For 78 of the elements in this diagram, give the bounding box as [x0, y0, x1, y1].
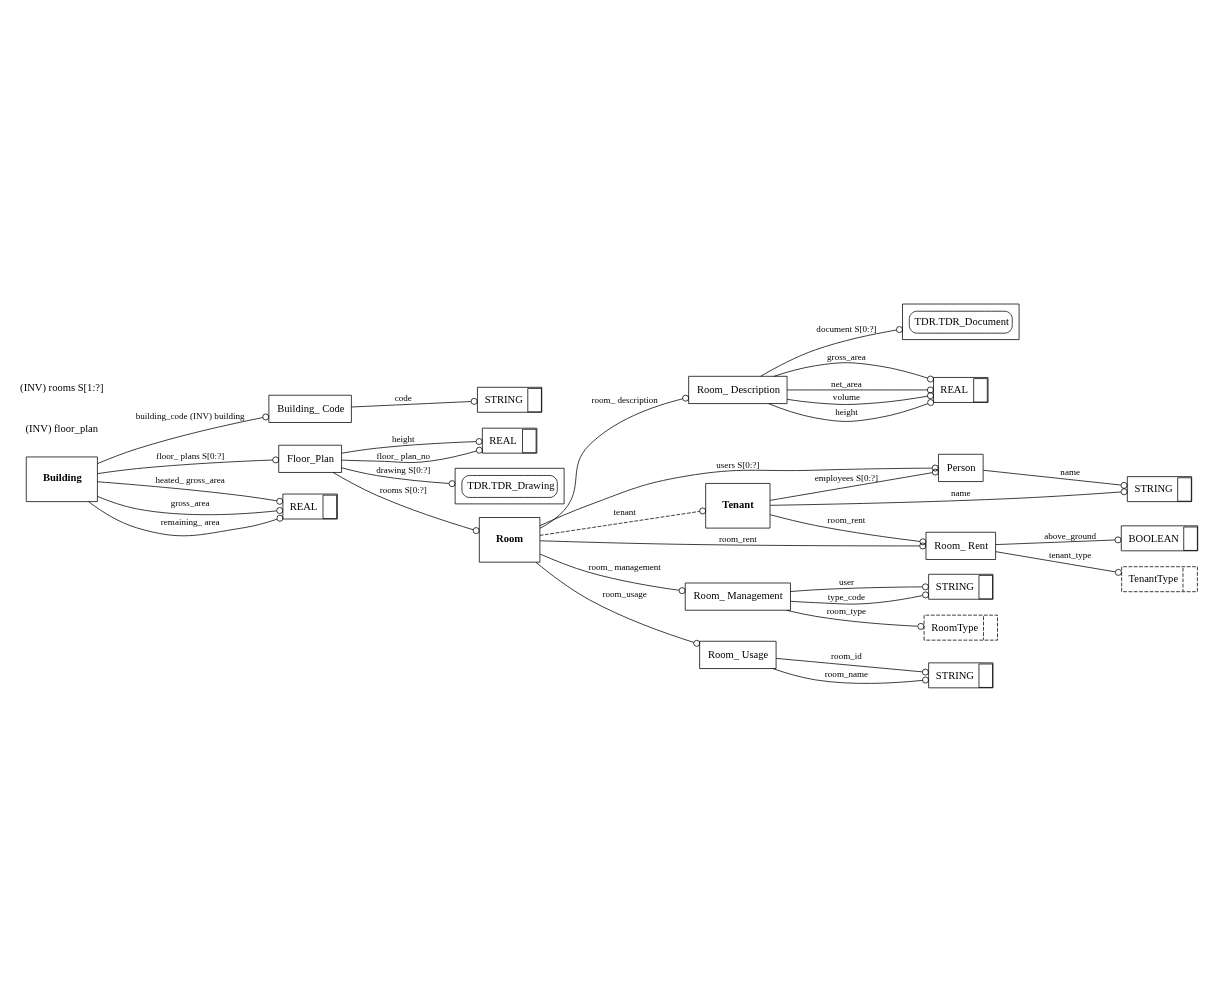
connector: [769, 487, 1128, 506]
edge-label: room_id: [831, 650, 862, 661]
node-box: Room_ Usage: [699, 640, 777, 669]
connector: [539, 539, 927, 549]
connector: [341, 437, 483, 454]
connector: [351, 397, 478, 407]
connector: [768, 398, 935, 422]
node-box: Floor_Plan: [278, 444, 342, 473]
edge-label: remaining_ area: [160, 516, 220, 527]
edge-label: tenant: [613, 506, 636, 517]
edge-label: tenant_type: [1049, 549, 1092, 560]
connector: [790, 582, 929, 592]
edge-label: volume: [832, 391, 861, 402]
node-box: Tenant: [705, 482, 771, 528]
connector: [97, 480, 284, 505]
edge-label: name: [950, 487, 971, 498]
connector: [97, 413, 270, 464]
edge-label: document S[0:?]: [816, 323, 877, 334]
connector: [773, 361, 934, 382]
connector: [341, 446, 483, 463]
connector: [97, 456, 280, 474]
edge-label: floor_ plan_no: [376, 450, 431, 461]
connector: [786, 609, 925, 630]
edge-label: rooms S[0:?]: [379, 484, 427, 495]
node-box: Building: [25, 456, 98, 502]
edge-label: room_type: [826, 605, 867, 616]
node-box: TDR.TDR_Drawing: [454, 467, 565, 504]
connector: [786, 386, 934, 393]
edge-label: heated_ gross_area: [155, 474, 225, 485]
connector: [995, 536, 1122, 545]
edge-label: room_rent: [827, 514, 866, 525]
node-box: Building_ Code: [268, 394, 352, 423]
edge-label: type_code: [827, 591, 866, 602]
edge-label: room_rent: [718, 533, 757, 544]
edge-label: room_ description: [591, 394, 658, 405]
connector: [539, 464, 939, 526]
node-box: Room: [478, 516, 541, 563]
connector: [97, 495, 284, 515]
connector: [539, 394, 689, 529]
label: (INV) floor_plan: [25, 422, 99, 434]
node-box: TDR.TDR_Document: [902, 303, 1020, 340]
node-box: Room_ Description: [688, 375, 788, 404]
edge-label: name: [1060, 466, 1081, 477]
connector: [775, 657, 929, 676]
connector: [88, 500, 284, 536]
edge-label: users S[0:?]: [716, 459, 760, 470]
connector: [769, 513, 927, 545]
connector: [760, 325, 903, 377]
edge-label: room_name: [824, 668, 869, 679]
connector: [772, 667, 929, 684]
connector: [790, 591, 929, 604]
edge-label: floor_ plans S[0:?]: [156, 450, 225, 461]
connector: [539, 507, 707, 536]
edge-label: above_ground: [1044, 530, 1097, 541]
connector: [332, 471, 480, 534]
node-box: Room_ Management: [684, 582, 791, 611]
edge-label: room_usage: [602, 588, 647, 599]
edge-label: building_code (INV) building: [135, 410, 245, 421]
edge-label: height: [391, 433, 415, 444]
connector: [341, 466, 456, 487]
edge-label: gross_area: [827, 351, 866, 362]
connector: [769, 468, 939, 501]
connector: [786, 391, 934, 405]
connector: [995, 550, 1122, 576]
edge-label: employees S[0:?]: [814, 471, 879, 482]
edge-label: room_ management: [588, 561, 661, 572]
node-box: Person: [938, 453, 984, 482]
edge-label: height: [835, 406, 858, 417]
edge-label: drawing S[0:?]: [376, 464, 431, 475]
label: (INV) rooms S[1:?]: [20, 381, 104, 393]
edge-label: net_area: [831, 378, 862, 389]
connector: [535, 561, 701, 647]
node-box: Room_ Rent: [925, 531, 996, 560]
edge-label: user: [838, 576, 855, 587]
connector: [983, 469, 1128, 489]
edge-label: gross_area: [170, 497, 210, 508]
edge-label: code: [394, 392, 412, 403]
connector: [539, 553, 686, 594]
